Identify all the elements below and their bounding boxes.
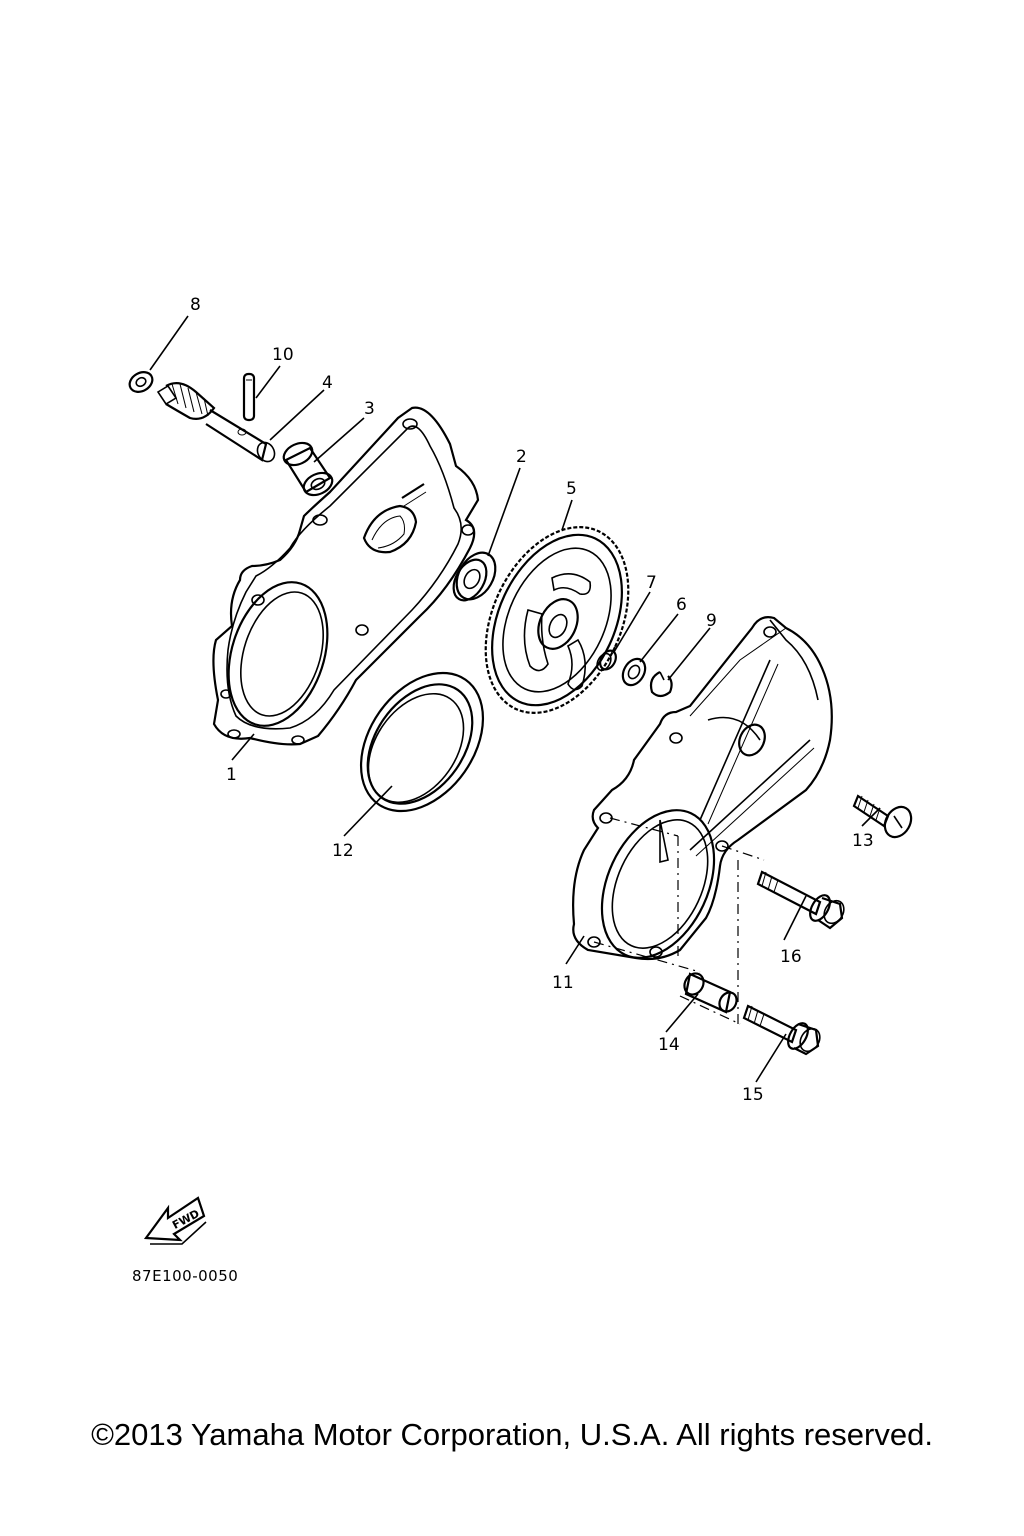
part-11-gear-case: [572, 616, 833, 961]
part-14-dowel: [683, 972, 738, 1014]
part-8-washer: [128, 371, 154, 393]
callout-9: 9: [706, 611, 717, 631]
part-10-pin: [242, 372, 256, 422]
callout-2: 2: [516, 447, 527, 467]
callout-15: 15: [742, 1085, 764, 1105]
part-12-seal: [359, 671, 485, 813]
part-15-bolt: [742, 1004, 821, 1056]
callout-11: 11: [552, 973, 574, 993]
callout-1: 1: [226, 765, 237, 785]
part-4-shaft: [156, 381, 276, 463]
diagram-part-code: 87E100-0050: [132, 1267, 238, 1285]
callout-13: 13: [852, 831, 874, 851]
assembly-lines: [593, 817, 765, 1026]
callout-12: 12: [332, 841, 354, 861]
callout-7: 7: [646, 573, 657, 593]
callout-6: 6: [676, 595, 687, 615]
part-16-bolt: [756, 870, 845, 930]
part-7-washer: [596, 649, 617, 672]
callout-10: 10: [272, 345, 294, 365]
callout-4: 4: [322, 373, 333, 393]
callout-labels: 8 10 4 3 2 5 7 6 9 1 12 13 16 11 14 15: [190, 295, 874, 1105]
part-3-bushing: [282, 441, 334, 497]
part-1-gear-case-cover: [212, 406, 480, 746]
copyright-notice: ©2013 Yamaha Motor Corporation, U.S.A. A…: [91, 1417, 933, 1452]
part-2-bearing: [452, 551, 497, 602]
callout-8: 8: [190, 295, 201, 315]
part-6-washer: [621, 657, 647, 687]
part-5-gear: [484, 526, 630, 714]
part-9-circlip: [649, 671, 673, 698]
fwd-label: FWD: [170, 1207, 202, 1232]
callout-3: 3: [364, 399, 375, 419]
callout-14: 14: [658, 1035, 680, 1055]
fwd-arrow-icon: FWD: [143, 1196, 207, 1245]
callout-16: 16: [780, 947, 802, 967]
leader-lines: [149, 315, 881, 1083]
callout-5: 5: [566, 479, 577, 499]
